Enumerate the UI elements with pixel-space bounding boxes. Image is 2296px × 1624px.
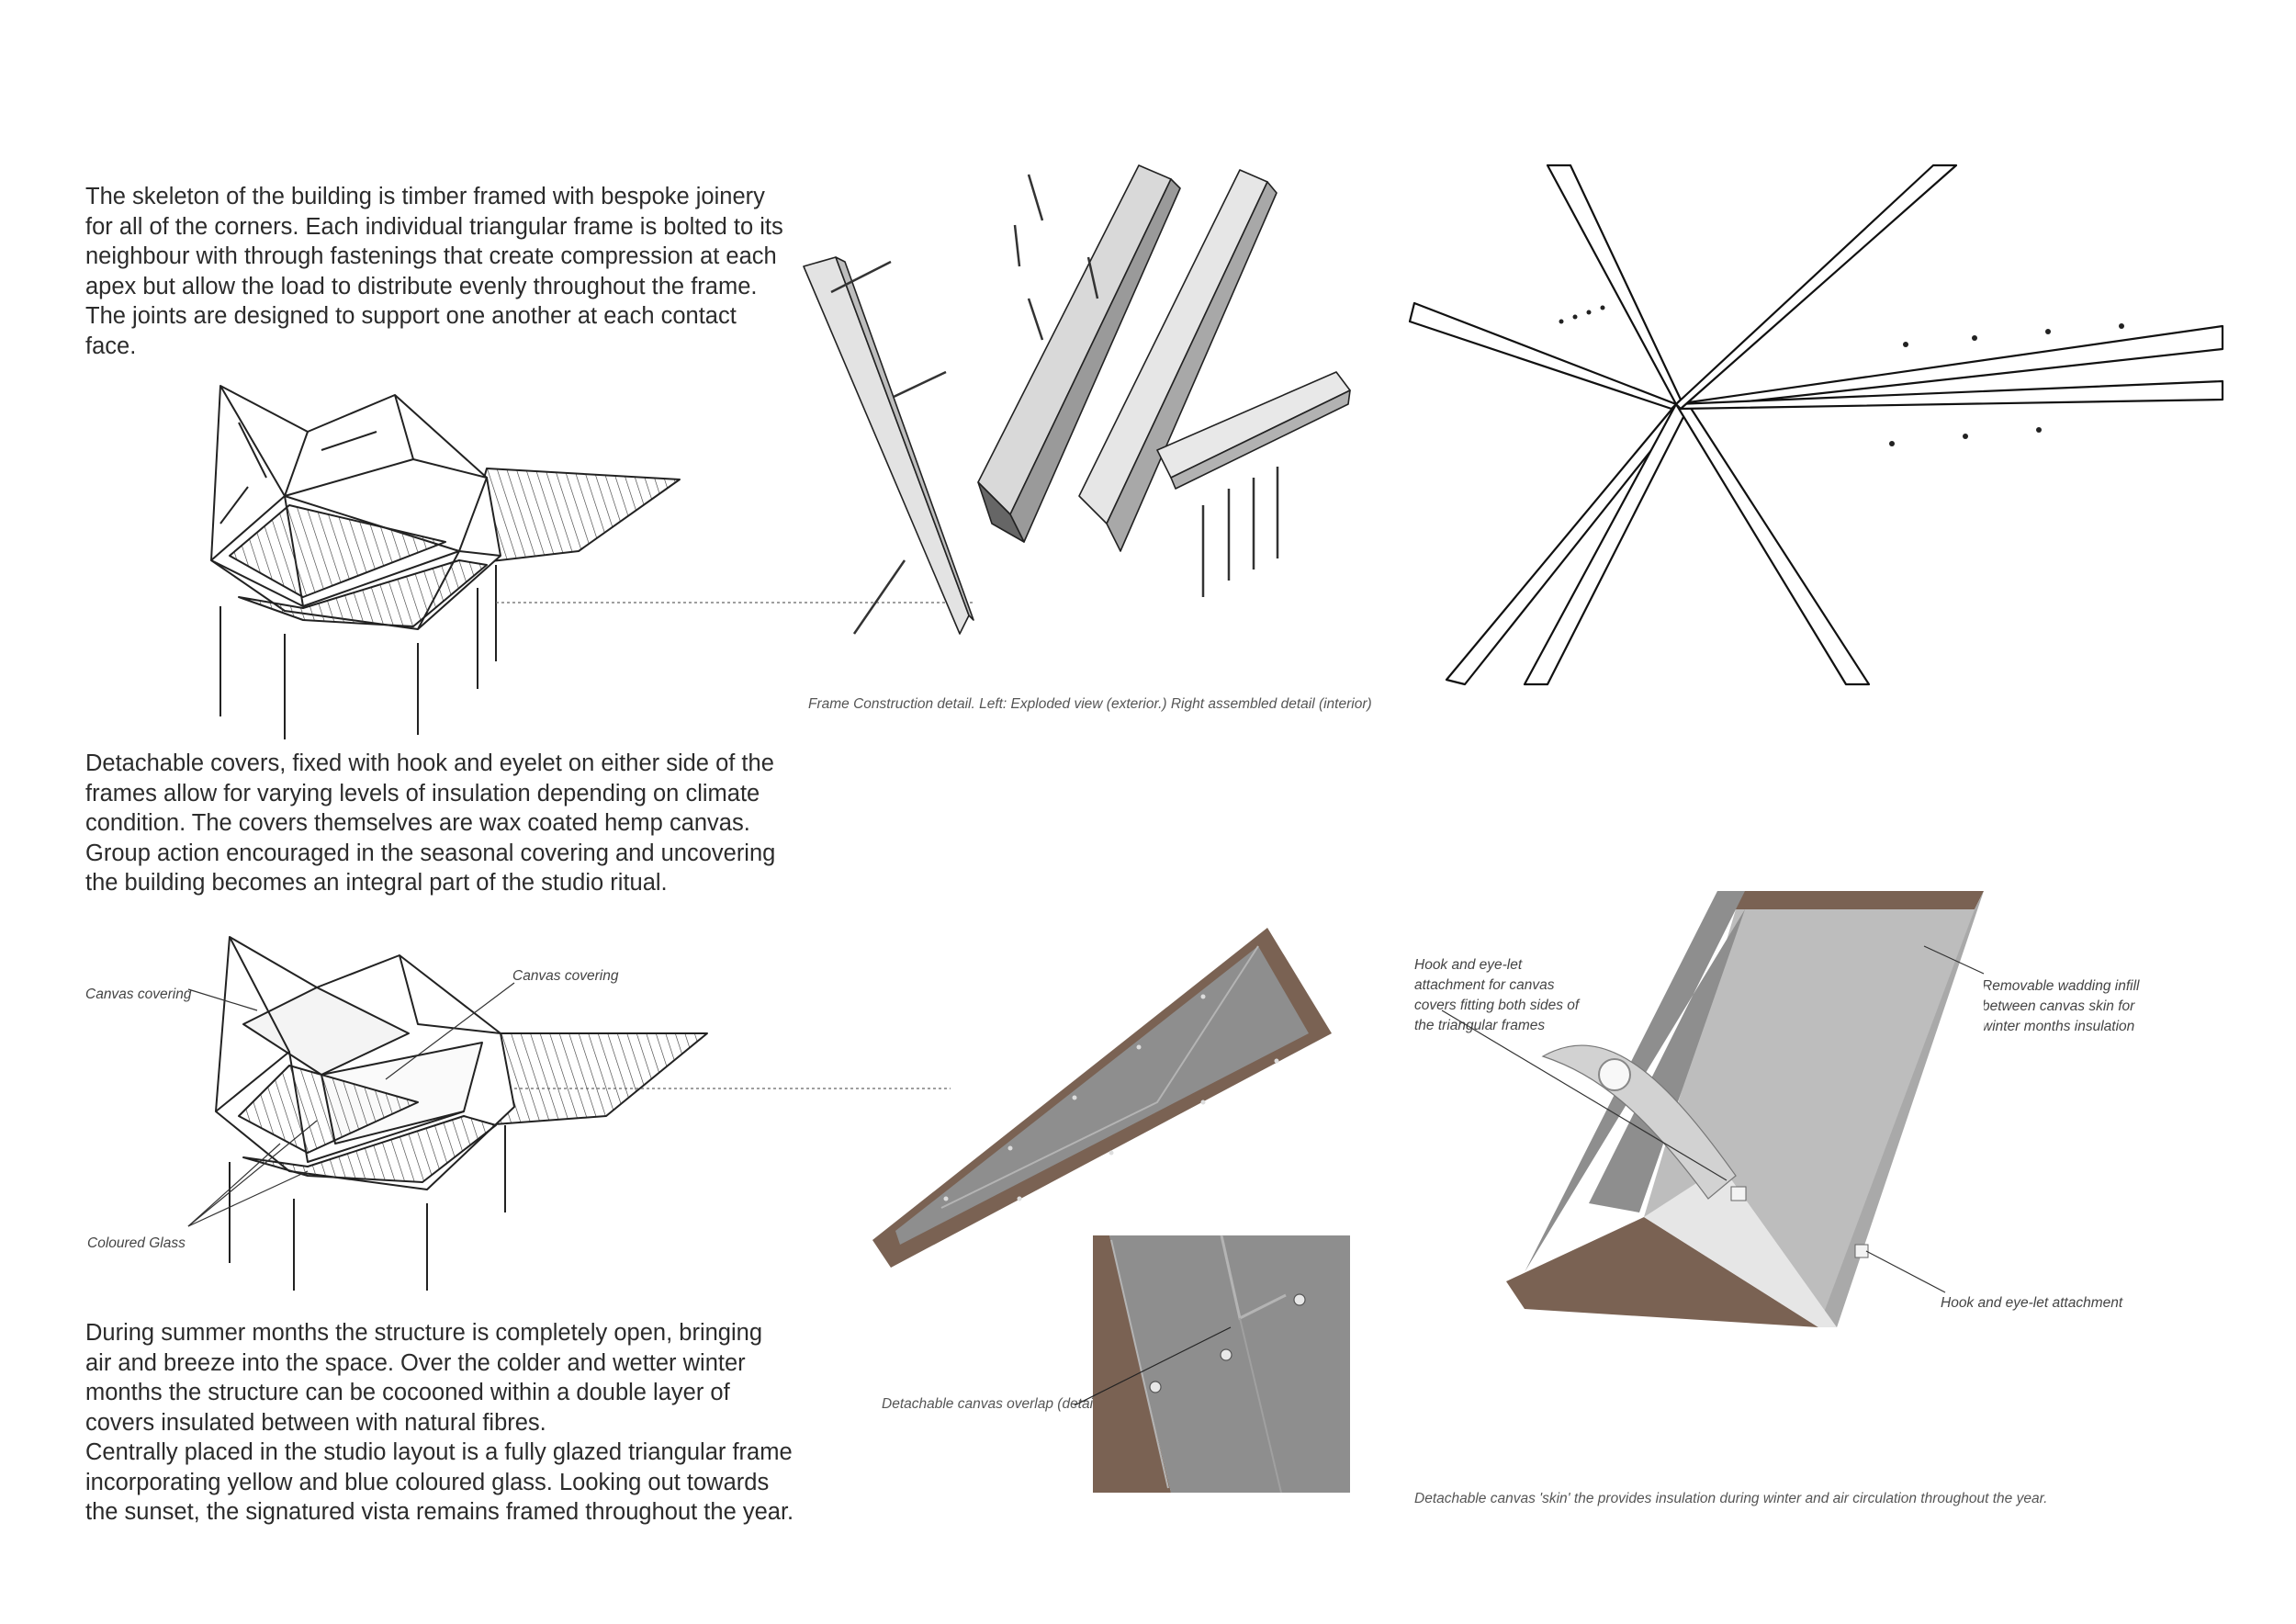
text-line: apex but allow the load to distribute ev… [85,273,758,299]
label-removable-wadding: Removable wadding infill between canvas s… [1982,976,2139,1037]
label-hook-eyelet-canvas: Hook and eye-let attachment for canvas cov… [1414,955,1579,1036]
axonometric-open-frame [210,385,974,739]
assembled-joint-view [1408,164,2224,686]
text-line: frames allow for varying levels of insul… [85,780,760,806]
text-line: attachment for canvas [1414,977,1555,993]
text-line: between canvas skin for [1982,998,2135,1014]
canvas-skin-caption: Detachable canvas 'skin' the provides in… [1414,1491,2048,1506]
text-line: the sunset, the signatured vista remains… [85,1499,794,1525]
text-line: covers fitting both sides of [1414,998,1580,1013]
frame-construction-caption: Frame Construction detail. Left: Explode… [808,696,1372,712]
text-line: covers insulated between with natural fi… [85,1409,546,1436]
text-line: for all of the corners. Each individual … [85,213,783,240]
text-line: Centrally placed in the studio layout is… [85,1439,793,1465]
text-line: the triangular frames [1414,1018,1546,1033]
label-hook-eyelet-attachment: Hook and eye-let attachment [1941,1295,2123,1311]
skeleton-description: The skeleton of the building is timber f… [85,182,783,361]
axonometric-covered-frame [187,936,951,1291]
text-line: During summer months the structure is co… [85,1320,762,1346]
label-canvas-covering-left: Canvas covering [85,987,192,1002]
text-line: the building becomes an integral part of… [85,870,668,896]
text-line: winter months insulation [1982,1019,2135,1034]
text-line: Detachable covers, fixed with hook and e… [85,750,774,776]
text-line: air and breeze into the space. Over the … [85,1349,746,1376]
summer-description: During summer months the structure is co… [85,1318,794,1528]
label-canvas-covering-right: Canvas covering [512,968,619,984]
exploded-joint-view [803,164,1351,635]
text-line: Hook and eye-let [1414,957,1523,973]
text-line: months the structure can be cocooned wit… [85,1380,730,1405]
text-line: The joints are designed to support one a… [85,303,737,329]
canvas-skin-detail [1441,891,1985,1327]
canvas-wedge-render [872,928,1332,1268]
text-line: The skeleton of the building is timber f… [85,184,765,209]
canvas-overlap-caption: Detachable canvas overlap (detail) [882,1396,1101,1412]
text-line: neighbour with through fastenings that c… [85,243,777,269]
covers-description: Detachable covers, fixed with hook and e… [85,749,783,898]
canvas-overlap-detail [1074,1235,1350,1494]
text-line: condition. The covers themselves are wax… [85,810,750,836]
text-line: Group action encouraged in the seasonal … [85,840,776,866]
text-line: incorporating yellow and blue coloured g… [85,1469,770,1495]
text-line: Removable wadding infill [1982,978,2140,994]
label-coloured-glass: Coloured Glass [87,1235,186,1251]
text-line: face. [85,333,137,359]
